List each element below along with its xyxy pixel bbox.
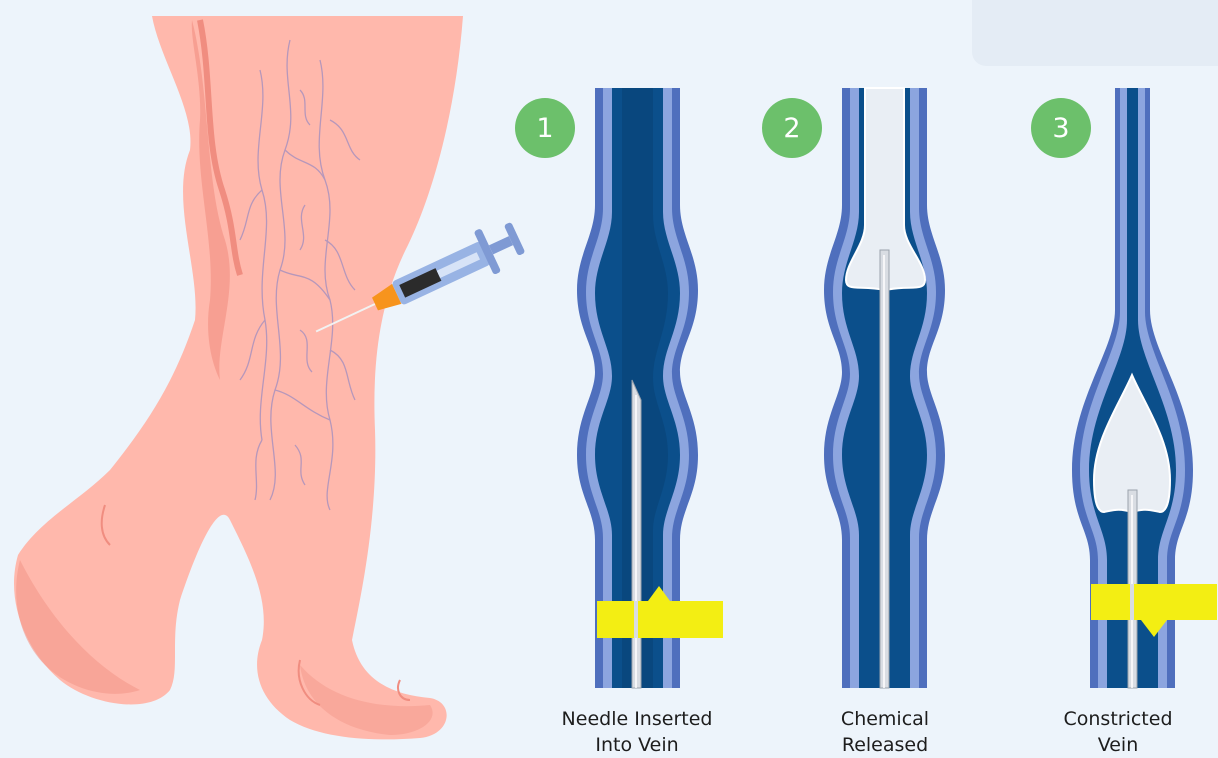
step-caption-3: Constricted Vein <box>1018 706 1218 758</box>
step-caption-2: Chemical Released <box>785 706 985 758</box>
step-number: 1 <box>536 113 553 144</box>
step-caption-1: Needle Inserted Into Vein <box>537 706 737 758</box>
syringe-plunger <box>489 236 513 254</box>
caption-line-1: Chemical <box>785 706 985 732</box>
step-number: 2 <box>783 113 800 144</box>
leg <box>14 16 463 739</box>
vein-step-3 <box>1072 88 1217 688</box>
vein-step-1 <box>577 88 723 688</box>
caption-line-1: Needle Inserted <box>537 706 737 732</box>
caption-line-2: Vein <box>1018 732 1218 758</box>
leg-illustration <box>14 16 463 739</box>
caption-line-2: Into Vein <box>537 732 737 758</box>
vein-step-2 <box>824 88 945 688</box>
step-badge-3: 3 <box>1031 98 1091 158</box>
step-badge-1: 1 <box>515 98 575 158</box>
step-number: 3 <box>1052 113 1069 144</box>
caption-line-2: Released <box>785 732 985 758</box>
caption-line-1: Constricted <box>1018 706 1218 732</box>
step-badge-2: 2 <box>762 98 822 158</box>
